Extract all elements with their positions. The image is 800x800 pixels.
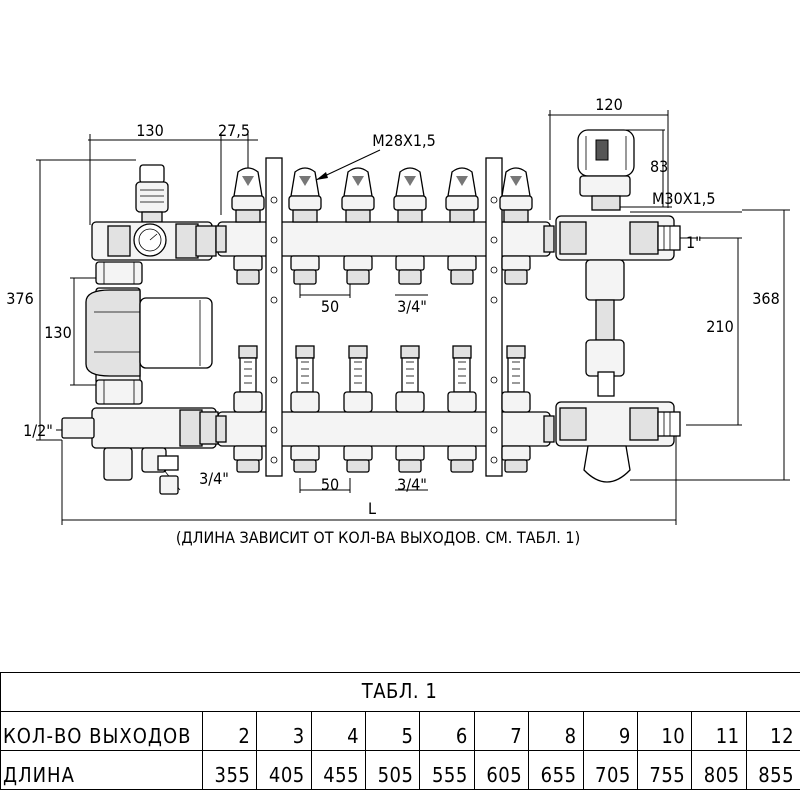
- flowmeter-tube: [507, 357, 525, 393]
- dim-1-2-inlet: 1/2": [23, 421, 53, 440]
- flowmeter-nut: [447, 391, 477, 413]
- length-cell: 405: [256, 750, 312, 790]
- dim-368: 368: [752, 289, 779, 308]
- outlet-count-cell: 3: [256, 711, 312, 751]
- length-cell: 855: [745, 750, 800, 790]
- outlet-fitting: [447, 445, 477, 461]
- mixing-valve-group: [555, 129, 681, 483]
- outlet-fitting: [501, 255, 531, 271]
- flowmeter-head: [238, 345, 258, 359]
- flowmeter-nut: [233, 391, 263, 413]
- flowmeter-tube: [239, 357, 257, 393]
- dim-3-4-top: 3/4": [397, 297, 427, 316]
- outlet-fitting: [233, 255, 263, 271]
- outlet-count-cell: 2: [201, 711, 258, 751]
- row-header-lengths: ДЛИНА: [0, 750, 203, 790]
- dim-130-pump: 130: [44, 323, 71, 342]
- valve-nut: [288, 195, 322, 211]
- length-cell: 655: [528, 750, 584, 790]
- length-cell: 605: [473, 750, 530, 790]
- flowmeter-nut: [501, 391, 531, 413]
- flowmeter-tube: [296, 357, 314, 393]
- length-cell: 805: [691, 750, 747, 790]
- valve-nut: [499, 195, 533, 211]
- dim-m30-thread: M30X1,5: [652, 189, 715, 208]
- flowmeter-nut: [343, 391, 373, 413]
- outlet-fitting: [395, 445, 425, 461]
- outlet-fitting: [501, 445, 531, 461]
- flowmeter-head: [400, 345, 420, 359]
- flowmeter-head: [348, 345, 368, 359]
- dim-83: 83: [650, 157, 668, 176]
- flowmeter-nut: [395, 391, 425, 413]
- length-cell: 455: [310, 750, 367, 790]
- upper-manifold: [215, 221, 555, 257]
- dim-27-5: 27,5: [218, 121, 250, 140]
- dim-3-4-bottom: 3/4": [397, 475, 427, 494]
- dim-50-top: 50: [321, 297, 339, 316]
- dim-376: 376: [6, 289, 33, 308]
- flowmeter-tube: [453, 357, 471, 393]
- outlet-fitting: [447, 255, 477, 271]
- flowmeter-tube: [349, 357, 367, 393]
- row-header-outlets: КОЛ-ВО ВЫХОДОВ: [0, 711, 203, 751]
- length-cell: 505: [365, 750, 421, 790]
- outlet-fitting: [290, 255, 320, 271]
- outlet-fitting: [343, 445, 373, 461]
- dimension-labels: 130 27,5 M28X1,5 120 83 M30X1,5 1" 376 1…: [6, 95, 779, 547]
- outlet-count-cell: 9: [582, 711, 638, 751]
- outlet-count-cell: 4: [310, 711, 367, 751]
- flowmeter-head: [295, 345, 315, 359]
- length-cell: 705: [582, 750, 638, 790]
- length-note: (ДЛИНА ЗАВИСИТ ОТ КОЛ-ВА ВЫХОДОВ. СМ. ТА…: [176, 528, 580, 547]
- length-cell: 755: [636, 750, 693, 790]
- manifold-drawing: 130 27,5 M28X1,5 120 83 M30X1,5 1" 376 1…: [6, 95, 790, 547]
- dim-m28-thread: M28X1,5: [372, 131, 435, 150]
- outlet-fitting: [290, 445, 320, 461]
- dim-50-bottom: 50: [321, 475, 339, 494]
- outlet-set: [231, 167, 533, 473]
- valve-nut: [445, 195, 479, 211]
- dim-length-L: L: [368, 499, 376, 518]
- outlet-count-cell: 6: [419, 711, 475, 751]
- mounting-brackets: [265, 157, 503, 477]
- outlet-fitting: [395, 255, 425, 271]
- flowmeter-nut: [290, 391, 320, 413]
- outlet-count-cell: 10: [636, 711, 693, 751]
- flowmeter-tube: [401, 357, 419, 393]
- outlet-fitting: [343, 255, 373, 271]
- outlet-count-cell: 5: [365, 711, 421, 751]
- dim-210: 210: [706, 317, 733, 336]
- outlet-fitting: [233, 445, 263, 461]
- flowmeter-head: [506, 345, 526, 359]
- valve-nut: [393, 195, 427, 211]
- dim-3-4-drain: 3/4": [199, 469, 229, 488]
- outlet-count-cell: 7: [473, 711, 530, 751]
- table-title: ТАБЛ. 1: [0, 672, 800, 712]
- outlet-count-cell: 8: [528, 711, 584, 751]
- length-cell: 355: [201, 750, 258, 790]
- dim-1in: 1": [686, 233, 702, 252]
- outlet-count-cell: 12: [745, 711, 800, 751]
- length-cell: 555: [419, 750, 475, 790]
- pump-group: [61, 164, 219, 495]
- dim-120: 120: [595, 95, 622, 114]
- lower-manifold: [215, 411, 555, 447]
- dimension-lines: [36, 110, 790, 525]
- outlet-count-cell: 11: [691, 711, 747, 751]
- valve-nut: [231, 195, 265, 211]
- dim-130-top: 130: [136, 121, 163, 140]
- valve-nut: [341, 195, 375, 211]
- flowmeter-head: [452, 345, 472, 359]
